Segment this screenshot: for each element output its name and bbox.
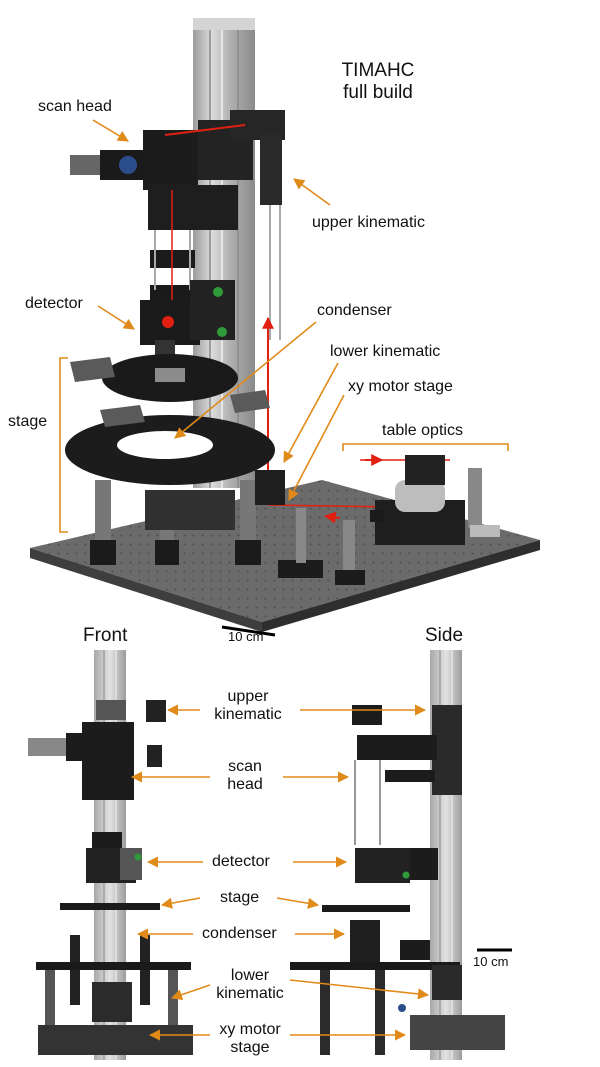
- label-stage: stage: [8, 413, 48, 430]
- bottom-label-scan-head: scan head: [205, 758, 285, 794]
- bottom-label-xy-motor-stage: xy motor stage: [205, 1021, 295, 1057]
- vertical-rail: [193, 18, 255, 488]
- front-heading: Front: [83, 625, 128, 646]
- label-upper-kinematic: upper kinematic: [312, 214, 425, 231]
- label-table-optics: table optics: [382, 422, 463, 439]
- bottom-label-xy-motor-stage-line2: stage: [230, 1039, 270, 1056]
- figure-title: TIMAHC full build: [333, 60, 423, 104]
- bottom-label-condenser: condenser: [202, 925, 277, 942]
- bottom-label-scan-head-line1: scan: [228, 758, 262, 775]
- bottom-label-arrows: [130, 704, 430, 1041]
- bottom-label-detector: detector: [212, 853, 270, 870]
- scan-head-assembly: [70, 110, 285, 340]
- figure-title-line1: TIMAHC: [341, 60, 415, 81]
- figure-title-line2: full build: [343, 82, 413, 103]
- label-condenser: condenser: [317, 302, 392, 319]
- bottom-front-view: [28, 650, 193, 1060]
- bottom-label-scan-head-line2: head: [227, 776, 263, 793]
- side-heading: Side: [425, 625, 464, 646]
- table-optics-assembly: [335, 455, 500, 585]
- bottom-label-lower-kinematic-line2: kinematic: [216, 985, 284, 1002]
- top-label-arrows: [92, 119, 345, 501]
- bottom-label-upper-kinematic: upper kinematic: [198, 688, 298, 724]
- table-optics-bracket: [342, 443, 509, 451]
- top-isometric-view: [30, 18, 540, 637]
- label-lower-kinematic: lower kinematic: [330, 343, 441, 360]
- label-scan-head: scan head: [38, 98, 112, 115]
- bottom-label-lower-kinematic: lower kinematic: [205, 967, 295, 1003]
- stage-bracket: [59, 357, 68, 533]
- top-scale-bar-line: [221, 625, 276, 637]
- bottom-side-view: [290, 650, 505, 1060]
- stage-assembly: [65, 354, 275, 565]
- top-scale-bar-label: 10 cm: [228, 629, 264, 644]
- bottom-label-upper-kinematic-line1: upper: [227, 688, 269, 705]
- bottom-label-xy-motor-stage-line1: xy motor: [219, 1021, 281, 1038]
- detector-assembly: [140, 280, 235, 360]
- bottom-label-lower-kinematic-line1: lower: [230, 967, 270, 984]
- bottom-label-stage: stage: [220, 889, 260, 906]
- bottom-scale-bar-label: 10 cm: [473, 954, 509, 969]
- bottom-label-upper-kinematic-line2: kinematic: [214, 706, 282, 723]
- label-xy-motor-stage: xy motor stage: [348, 378, 453, 395]
- label-detector: detector: [25, 295, 83, 312]
